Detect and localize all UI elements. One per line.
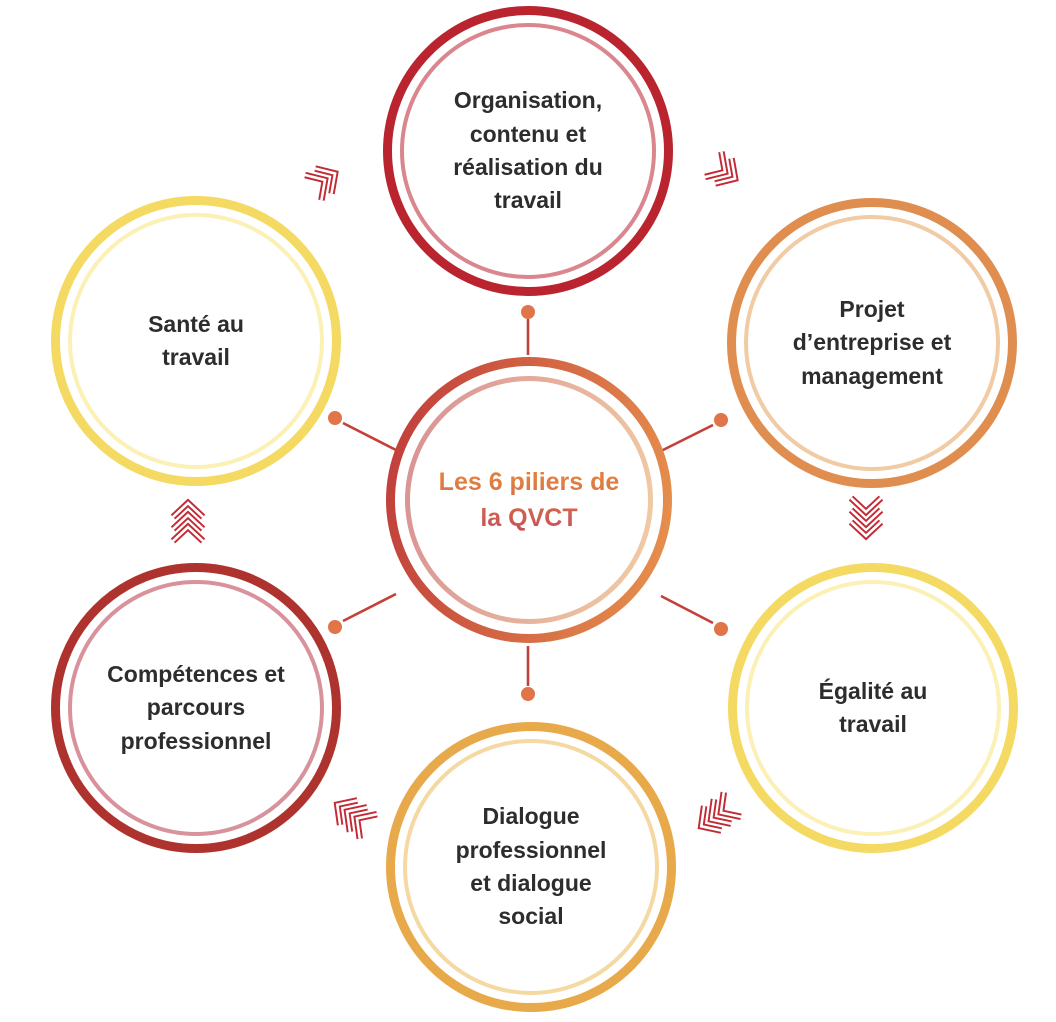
center-circle: Les 6 piliers de la QVCT [386,357,672,643]
connector-dot-top [521,305,535,319]
pillar-sante-label: Santé au travail [148,310,244,370]
chevron-arrow-sante-to-organisation-icon [301,156,349,205]
connector-dot-bottom-right [714,622,728,636]
chevron-arrow-competences-to-sante-icon [170,498,206,544]
pillar-dialogue: Dialogue professionnel et dialogue socia… [386,722,676,1012]
connector-line-top-right [660,423,714,453]
pillar-projet: Projet d’entreprise et management [727,198,1017,488]
center-title: Les 6 piliers de la QVCT [386,357,672,643]
center-circle-face [410,381,648,619]
chevron-arrow-egalite-to-dialogue-icon [687,788,745,844]
pillar-competences: Compétences et parcours professionnel [51,563,341,853]
pillar-egalite: Égalité au travail [728,563,1018,853]
pillar-organisation: Organisation, contenu et réalisation du … [383,6,673,296]
pillar-competences-label: Compétences et parcours professionnel [107,660,285,754]
pillar-dialogue-label: Dialogue professionnel et dialogue socia… [455,803,607,930]
pillar-sante: Santé au travail [51,196,341,486]
connector-dot-top-right [714,413,728,427]
chevron-arrow-projet-to-egalite-icon [848,495,884,541]
pillar-organisation-label: Organisation, contenu et réalisation du … [453,87,603,214]
pillar-egalite-label: Égalité au travail [818,677,928,737]
connector-dot-top-left [328,411,342,425]
connector-dot-bottom [521,687,535,701]
connector-line-bottom-left [342,592,397,623]
connector-dot-bottom-left [328,620,342,634]
chevron-arrow-dialogue-to-competences-icon [323,787,381,843]
connector-line-top-left [342,421,397,452]
center-title-text: Les 6 piliers de la QVCT [439,464,620,537]
connector-line-bottom-right [660,594,714,625]
pillar-projet-label: Projet d’entreprise et management [792,295,952,389]
chevron-arrow-organisation-to-projet-icon [701,148,749,197]
